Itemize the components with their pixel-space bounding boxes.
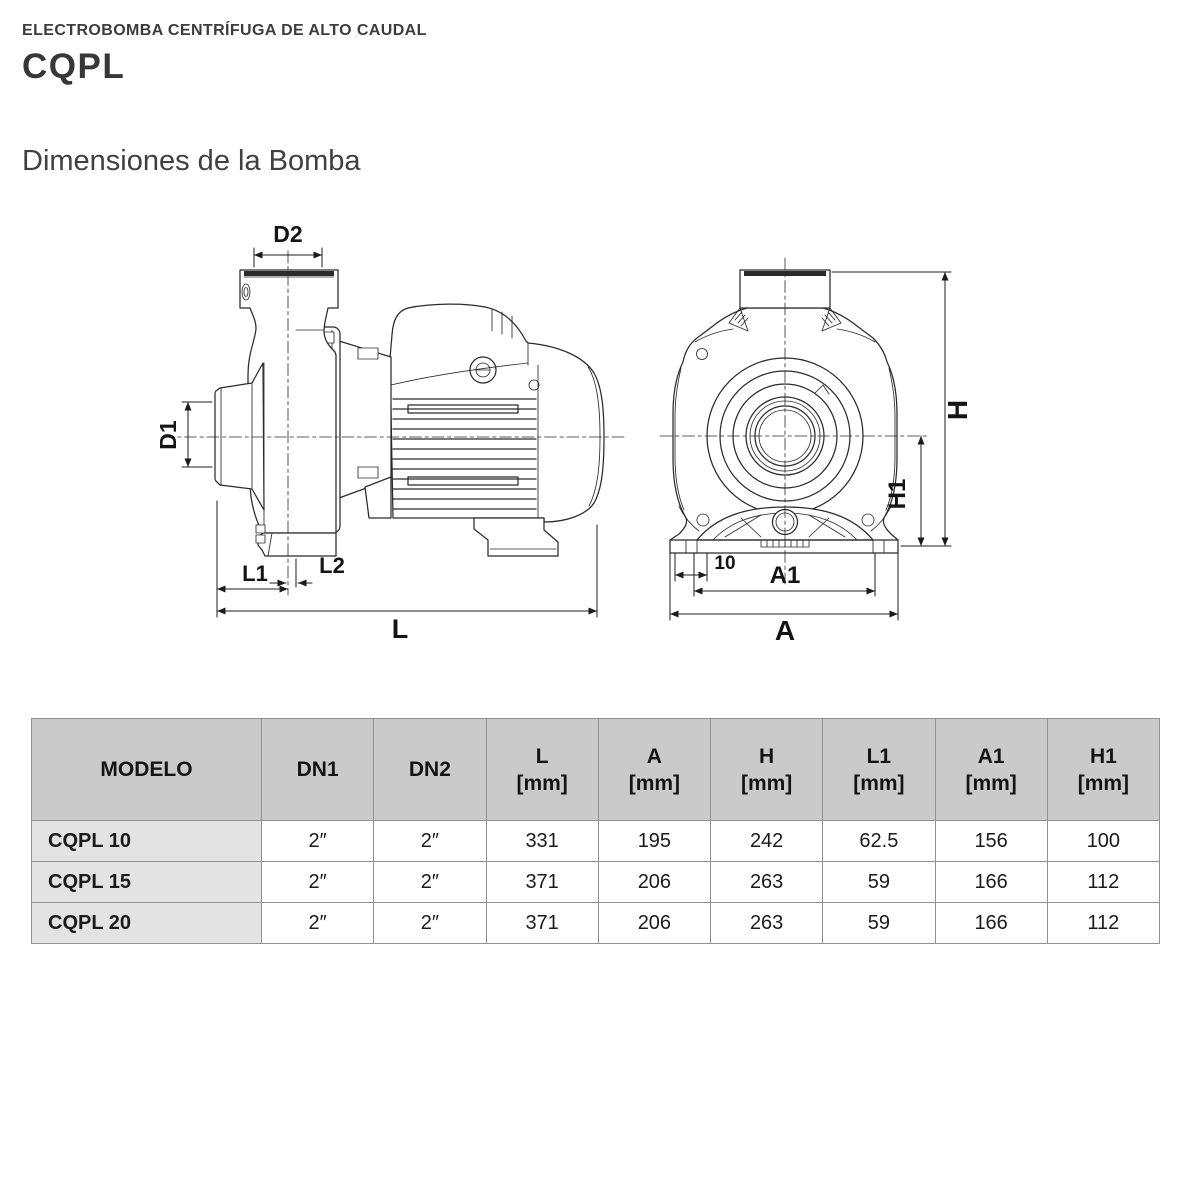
table-row: CQPL 15 2″ 2″ 371 206 263 59 166 112 [31,861,1161,903]
dim-label-h: H [942,400,973,420]
col-header-a: A[mm] [597,718,712,821]
col-header-l: L[mm] [485,718,599,821]
product-kicker: ELECTROBOMBA CENTRÍFUGA DE ALTO CAUDAL [22,22,427,39]
dim-label-d2: D2 [273,221,302,247]
col-header-modelo: MODELO [31,718,262,821]
motor-body [389,303,605,557]
cell-dn2: 2″ [373,902,487,944]
dim-label-l1: L1 [242,561,268,586]
cell-dn1: 2″ [260,820,375,862]
dim-label-a: A [775,615,795,645]
dim-label-d1: D1 [160,420,181,450]
cell-h: 263 [709,861,824,903]
col-header-dn2: DN2 [373,718,487,821]
table-header-row: MODELO DN1 DN2 L[mm] A[mm] H[mm] L1[mm] … [31,718,1161,821]
pump-side-view-drawing: D2 D1 L1 L2 L [160,221,625,644]
cell-l1: 59 [822,861,936,903]
dimension-annotations: D2 D1 L1 L2 L [160,221,598,644]
pump-foot [255,524,337,557]
col-header-a1: A1[mm] [934,718,1048,821]
dim-label-a1: A1 [770,562,801,589]
cell-a: 195 [597,820,712,862]
table-row: CQPL 20 2″ 2″ 371 206 263 59 166 112 [31,902,1161,944]
col-header-h: H[mm] [709,718,824,821]
page-title: CQPL [22,47,126,86]
dim-label-l: L [392,614,409,644]
cell-l: 371 [485,861,599,903]
dimensions-table: MODELO DN1 DN2 L[mm] A[mm] H[mm] L1[mm] … [31,718,1161,944]
lug-hole [696,348,708,360]
cell-a: 206 [597,902,712,944]
foot-hole-right [861,513,875,527]
centerlines-front [659,257,930,585]
cell-l: 371 [485,902,599,944]
cell-a1: 166 [934,902,1048,944]
motor-cooling-fins [392,398,537,510]
cell-dn2: 2″ [373,820,487,862]
col-header-l1: L1[mm] [822,718,936,821]
cell-a1: 166 [934,861,1048,903]
cell-l1: 59 [822,902,936,944]
discharge-port-gasket [244,271,334,276]
table-row: CQPL 10 2″ 2″ 331 195 242 62.5 156 100 [31,820,1161,862]
suction-port [214,362,265,511]
cell-l: 331 [485,820,599,862]
dim-label-ten: 10 [714,553,735,574]
cell-h1: 112 [1046,861,1161,903]
adapter-bracket [338,340,392,519]
cell-dn2: 2″ [373,861,487,903]
motor-foot [473,517,559,557]
col-header-h1: H1[mm] [1046,718,1161,821]
foot-hole-left [696,513,710,527]
cell-h1: 112 [1046,902,1161,944]
pump-front-view-drawing: H H1 10 A1 A [659,257,973,645]
dim-label-l2: L2 [319,553,345,578]
cell-model: CQPL 10 [31,820,262,862]
dimension-annotations-front: H H1 10 A1 A [669,271,973,645]
cell-dn1: 2″ [260,861,375,903]
cell-l1: 62.5 [822,820,936,862]
section-title: Dimensiones de la Bomba [22,145,361,177]
cell-h: 242 [709,820,824,862]
dim-label-h1: H1 [884,479,911,510]
col-header-dn1: DN1 [260,718,375,821]
cell-model: CQPL 20 [31,902,262,944]
cell-model: CQPL 15 [31,861,262,903]
cell-a: 206 [597,861,712,903]
cell-h1: 100 [1046,820,1161,862]
front-casing [669,307,899,554]
cell-dn1: 2″ [260,902,375,944]
centerlines [161,250,625,596]
cell-a1: 156 [934,820,1048,862]
cell-h: 263 [709,902,824,944]
